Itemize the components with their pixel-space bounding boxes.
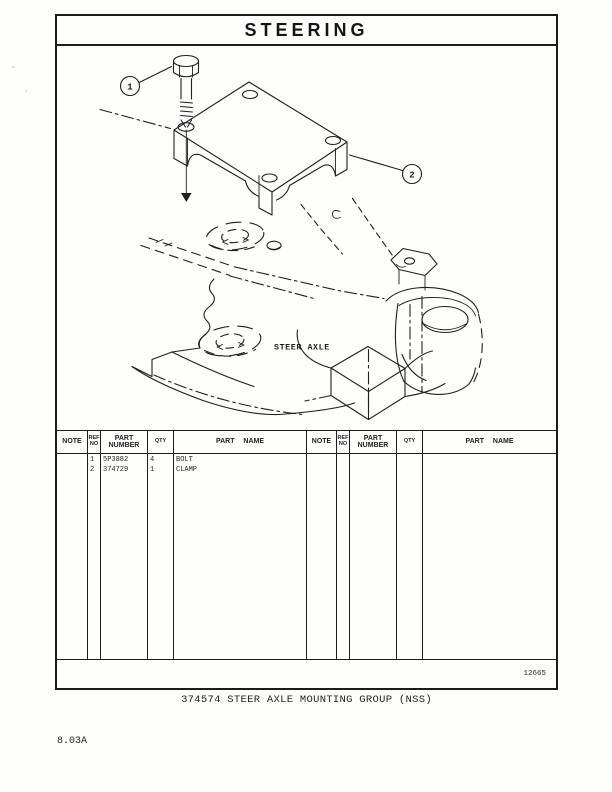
knuckle-boss xyxy=(386,288,482,395)
header-refno-left: REF NO xyxy=(87,431,100,454)
diagram-label: STEER AXLE xyxy=(274,344,330,353)
clamp-illustration xyxy=(174,82,347,215)
arrow-icon xyxy=(181,193,192,202)
header-note-left: NOTE xyxy=(57,431,87,454)
header-partname-right: PART NAME xyxy=(422,431,556,454)
header-partname-left: PART NAME xyxy=(173,431,306,454)
column-partnumber-right xyxy=(349,454,396,660)
column-note-right xyxy=(306,454,336,660)
column-qty-right xyxy=(396,454,422,660)
column-partname-right xyxy=(422,454,556,660)
fitting-detail xyxy=(332,211,340,219)
centerline xyxy=(100,110,171,129)
clamp-bracket-pad xyxy=(391,249,437,291)
plate-number: 12665 xyxy=(523,670,546,678)
section-title-band: STEERING xyxy=(57,16,556,46)
column-note-left xyxy=(57,454,87,660)
header-partnumber-left: PART NUMBER xyxy=(100,431,147,454)
spring-seat-boss-lower xyxy=(197,323,262,359)
kingpin-bore xyxy=(422,307,468,333)
column-refno-left: 1 2 xyxy=(87,454,100,660)
header-qty-right: QTY xyxy=(396,431,422,454)
figure-caption: 374574 STEER AXLE MOUNTING GROUP (NSS) xyxy=(181,694,432,706)
assembly-leader-line xyxy=(353,199,393,256)
page-frame: STEERING xyxy=(55,14,558,690)
break-line xyxy=(172,279,214,352)
steer-axle-illustration: STEER AXLE xyxy=(132,211,482,420)
callout-1-number: 1 xyxy=(127,82,133,92)
assembly-leader-line xyxy=(301,205,343,255)
spring-seat-boss-upper xyxy=(205,219,266,253)
callout-2: 2 xyxy=(350,155,422,184)
page-code: 8.03A xyxy=(57,736,88,747)
scan-artifact xyxy=(25,90,27,92)
page-title: STEERING xyxy=(244,19,369,40)
header-note-right: NOTE xyxy=(306,431,336,454)
column-partnumber-left: 5P3882 374729 xyxy=(100,454,147,660)
header-refno-right: REF NO xyxy=(336,431,349,454)
plate-number-band: 12665 xyxy=(57,660,556,688)
parts-table: NOTE REF NO PART NUMBER QTY PART NAME NO… xyxy=(57,430,556,660)
scan-artifact xyxy=(12,66,15,68)
header-qty-left: QTY xyxy=(147,431,173,454)
diagram-area: 1 xyxy=(57,46,556,430)
steer-axle-diagram: 1 xyxy=(57,46,560,430)
column-qty-left: 4 1 xyxy=(147,454,173,660)
column-partname-left: BOLT CLAMP xyxy=(173,454,306,660)
bolt-illustration xyxy=(174,56,199,202)
header-partnumber-right: PART NUMBER xyxy=(349,431,396,454)
callout-1: 1 xyxy=(121,67,172,96)
callout-2-number: 2 xyxy=(409,170,414,180)
column-refno-right xyxy=(336,454,349,660)
